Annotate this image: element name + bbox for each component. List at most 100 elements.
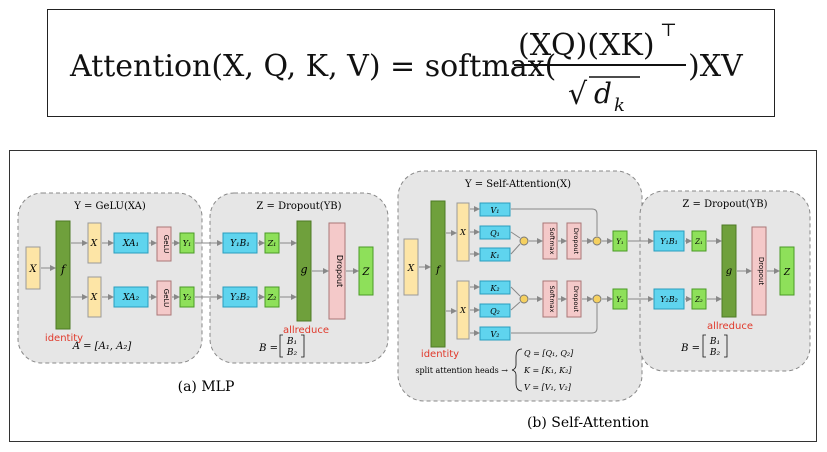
attn-dropout-2 bbox=[566, 280, 582, 318]
svg-text:Softmax: Softmax bbox=[548, 228, 556, 255]
attn-k2-box bbox=[479, 280, 511, 295]
svg-text:g: g bbox=[726, 266, 732, 277]
mlp-gelu-box-2 bbox=[156, 280, 172, 316]
mlp-dropout-title: Z = Dropout(YB) bbox=[256, 201, 341, 212]
svg-text:V₁: V₁ bbox=[491, 206, 500, 215]
attn-title: Y = Self-Attention(X) bbox=[464, 179, 571, 190]
equation-sqrt: √ bbox=[568, 77, 588, 112]
svg-text:Q₂: Q₂ bbox=[490, 307, 500, 316]
attn-k-eq: K = [K₁, K₂] bbox=[523, 366, 572, 375]
mlp-z2-box bbox=[264, 286, 280, 308]
attn-softmax-1 bbox=[542, 222, 558, 260]
mlp-gelu-box-1 bbox=[156, 226, 172, 262]
attn-f-operator bbox=[430, 200, 446, 348]
attn-q1-box bbox=[479, 225, 511, 240]
svg-text:Y₂: Y₂ bbox=[616, 296, 624, 304]
mlp-identity-label: identity bbox=[45, 333, 83, 344]
svg-text:Z₁: Z₁ bbox=[267, 239, 277, 248]
mlp-xa2-box bbox=[113, 286, 149, 308]
attn-dropout-title: Z = Dropout(YB) bbox=[682, 199, 767, 210]
attn-dropout-box bbox=[751, 226, 767, 316]
svg-text:K₁: K₁ bbox=[489, 251, 499, 260]
mlp-x-input-label: X bbox=[28, 264, 37, 275]
svg-text:B₁: B₁ bbox=[286, 337, 297, 347]
svg-text:X: X bbox=[90, 239, 98, 249]
svg-text:Y₁: Y₁ bbox=[616, 238, 624, 246]
attn-x-head1 bbox=[456, 202, 470, 262]
mlp-f-operator bbox=[55, 220, 71, 330]
svg-text:X: X bbox=[459, 228, 466, 237]
mlp-y1-box bbox=[179, 232, 195, 254]
attn-matmul-v2 bbox=[592, 294, 602, 304]
svg-text:Y₂B₂: Y₂B₂ bbox=[230, 293, 250, 303]
attn-q2-box bbox=[479, 303, 511, 318]
svg-text:Dropout: Dropout bbox=[572, 228, 580, 255]
svg-text:XA₂: XA₂ bbox=[122, 293, 140, 303]
mlp-x-row2 bbox=[87, 276, 102, 318]
diagram-frame: Y = GeLU(XA) Z = Dropout(YB) X f identit… bbox=[9, 150, 817, 442]
attn-split-label: split attention heads → bbox=[415, 366, 508, 375]
attn-y1-box bbox=[612, 230, 628, 252]
equation-box: Attention(X, Q, K, V) = softmax( (XQ)(XK… bbox=[47, 9, 775, 117]
attn-q-eq: Q = [Q₁, Q₂] bbox=[524, 349, 574, 358]
mlp-dropout-box bbox=[328, 222, 346, 320]
equation-rhs: )XV bbox=[688, 49, 744, 84]
attn-k1-box bbox=[479, 247, 511, 262]
mlp-z1-box bbox=[264, 232, 280, 254]
attn-y2b2-box bbox=[653, 288, 685, 310]
svg-text:GeLU: GeLU bbox=[162, 289, 170, 307]
attn-v2-box bbox=[479, 326, 511, 341]
mlp-x-input bbox=[25, 246, 41, 290]
mlp-x-row1 bbox=[87, 222, 102, 264]
attn-allreduce-label: allreduce bbox=[707, 321, 753, 332]
attn-matmul-2 bbox=[519, 294, 529, 304]
svg-text:X: X bbox=[407, 264, 415, 274]
svg-text:Dropout: Dropout bbox=[757, 257, 765, 286]
svg-text:X: X bbox=[90, 293, 98, 303]
mlp-y1b1-box bbox=[222, 232, 258, 254]
mlp-g-operator bbox=[296, 220, 312, 322]
equation-transpose: ⊤ bbox=[660, 20, 677, 41]
svg-text:Z: Z bbox=[362, 267, 371, 278]
svg-text:X: X bbox=[459, 306, 466, 315]
svg-text:B₂: B₂ bbox=[709, 348, 721, 358]
attn-g-operator bbox=[721, 224, 737, 318]
attn-v-eq: V = [V₁, V₂] bbox=[524, 383, 572, 392]
attn-z2-box bbox=[691, 288, 707, 310]
svg-text:Z: Z bbox=[783, 268, 791, 278]
equation-lhs: Attention(X, Q, K, V) = softmax( bbox=[69, 49, 556, 84]
mlp-allreduce-label: allreduce bbox=[283, 325, 329, 336]
attn-matmul-1 bbox=[519, 236, 529, 246]
svg-text:Y₂B₂: Y₂B₂ bbox=[660, 295, 678, 304]
equation: Attention(X, Q, K, V) = softmax( (XQ)(XK… bbox=[69, 20, 744, 116]
svg-text:B₁: B₁ bbox=[709, 337, 720, 347]
mlp-y2b2-box bbox=[222, 286, 258, 308]
mlp-caption: (a) MLP bbox=[178, 379, 235, 395]
svg-text:Y₂: Y₂ bbox=[183, 293, 192, 302]
attn-x-input bbox=[403, 238, 419, 296]
attn-softmax-2 bbox=[542, 280, 558, 318]
svg-text:Q₁: Q₁ bbox=[490, 229, 500, 238]
attn-caption: (b) Self-Attention bbox=[527, 415, 649, 431]
svg-text:Z₁: Z₁ bbox=[694, 238, 703, 246]
mlp-y2-box bbox=[179, 286, 195, 308]
mlp-gelu-title: Y = GeLU(XA) bbox=[73, 201, 146, 212]
svg-text:Y₁B₁: Y₁B₁ bbox=[230, 239, 250, 249]
equation-numerator: (XQ)(XK) bbox=[518, 28, 655, 63]
svg-text:Dropout: Dropout bbox=[572, 286, 580, 313]
svg-text:B₂: B₂ bbox=[286, 348, 298, 358]
attn-y1b1-box bbox=[653, 230, 685, 252]
attn-y2-box bbox=[612, 288, 628, 310]
attn-z-output bbox=[779, 246, 795, 296]
svg-text:Z₂: Z₂ bbox=[694, 296, 703, 304]
equation-d: d bbox=[594, 77, 612, 110]
attn-identity-label: identity bbox=[421, 349, 459, 360]
svg-text:f: f bbox=[435, 265, 442, 276]
attn-matmul-v1 bbox=[592, 236, 602, 246]
attn-x-head2 bbox=[456, 280, 470, 340]
svg-text:Softmax: Softmax bbox=[548, 286, 556, 313]
attn-dropout-1 bbox=[566, 222, 582, 260]
svg-text:GeLU: GeLU bbox=[162, 235, 170, 253]
svg-text:XA₁: XA₁ bbox=[122, 239, 139, 249]
svg-text:Z₂: Z₂ bbox=[267, 293, 277, 302]
